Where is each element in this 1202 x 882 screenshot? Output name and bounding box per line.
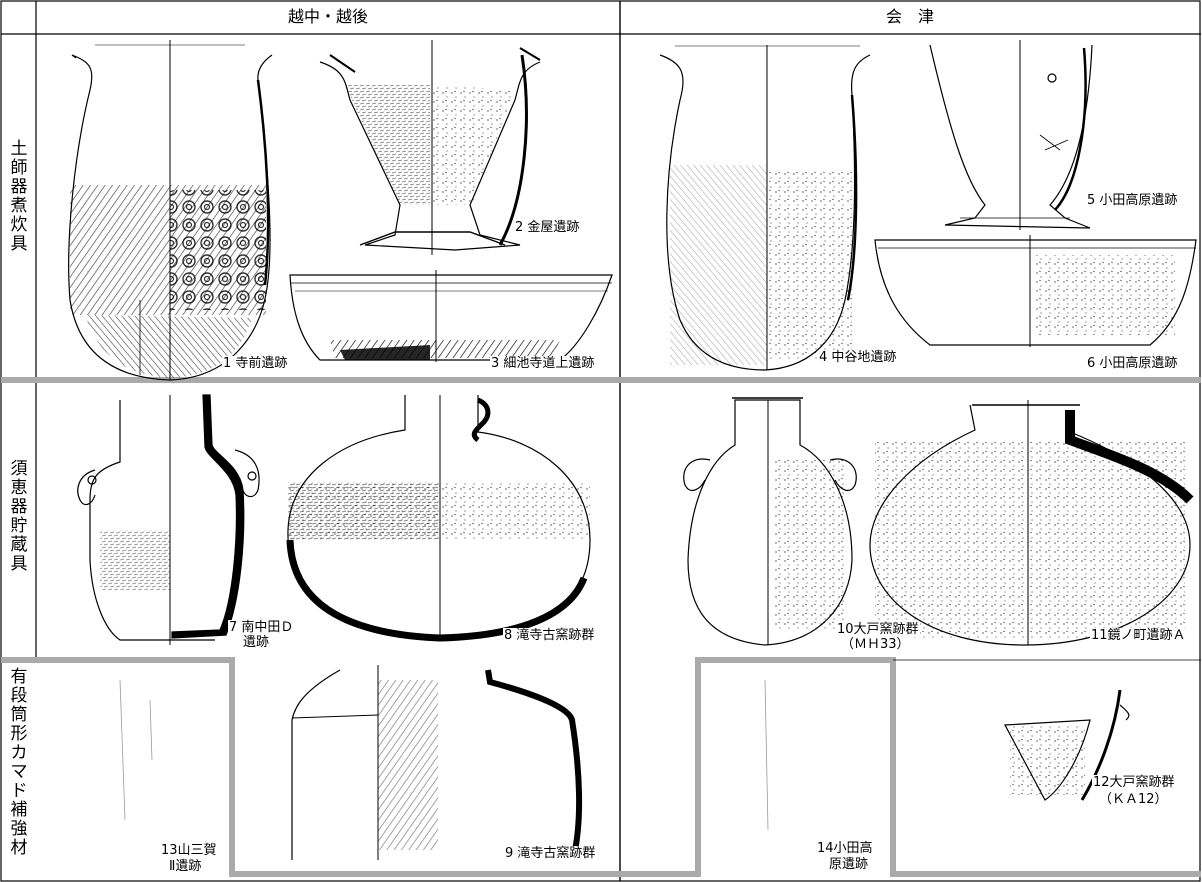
caption-1: 1 寺前遺跡 [222, 356, 289, 371]
vessel-4-jar [659, 45, 871, 371]
faint-marks [119, 679, 769, 831]
caption-12: 12大戸窯跡群 [1092, 775, 1176, 790]
caption-9: 9 滝寺古窯跡群 [504, 846, 597, 861]
row-label-kamado-reinforcement: 有段筒形カマド補強材 [10, 667, 28, 858]
column-header-etchu-echigo: 越中・越後 [287, 7, 368, 26]
vessel-1-jar [68, 40, 273, 381]
caption-6: 6 小田高原遺跡 [1086, 356, 1179, 371]
caption-10: 10大戸窯跡群 [836, 622, 920, 637]
vessel-6-bowl [874, 235, 1197, 347]
caption-7: 7 南中田Ｄ [228, 620, 295, 635]
caption-14: 14小田高 [816, 841, 874, 856]
caption-14-line2: 原遺跡 [828, 857, 870, 872]
vessel-5-pedestal [929, 40, 1093, 230]
column-header-aizu: 会 津 [885, 7, 934, 26]
row-label-sue-storage: 須恵器貯蔵具 [10, 459, 28, 574]
vessel-9-jar-fragment [291, 665, 583, 860]
vessel-7-handled-jar [77, 394, 260, 645]
caption-3: 3 細池寺道上遺跡 [490, 356, 596, 371]
vessel-8-globular-jar [286, 395, 591, 642]
caption-8: 8 滝寺古窯跡群 [503, 628, 596, 643]
caption-7-line2: 遺跡 [242, 635, 271, 650]
caption-13-line2: Ⅱ遺跡 [168, 859, 203, 874]
caption-4: 4 中谷地遺跡 [818, 350, 898, 365]
vessel-2-pedestal [319, 40, 541, 255]
caption-11: 11鏡ノ町遺跡Ａ [1090, 628, 1187, 643]
row-label-haji-cookware: 土師器煮炊具 [10, 139, 28, 254]
caption-13: 13山三賀 [160, 843, 218, 858]
vessel-11-globular-jar [869, 400, 1194, 646]
caption-5: 5 小田高原遺跡 [1086, 193, 1179, 208]
caption-2: 2 金屋遺跡 [514, 220, 581, 235]
vessel-10-handled-flask [683, 397, 857, 646]
caption-10-line2: （ＭＨ33） [840, 637, 911, 652]
row-separators [1, 377, 1201, 877]
caption-12-line2: （ＫＡ12） [1098, 792, 1169, 807]
vessel-3-bowl [289, 270, 613, 362]
vessel-12-fragment [1004, 689, 1130, 801]
